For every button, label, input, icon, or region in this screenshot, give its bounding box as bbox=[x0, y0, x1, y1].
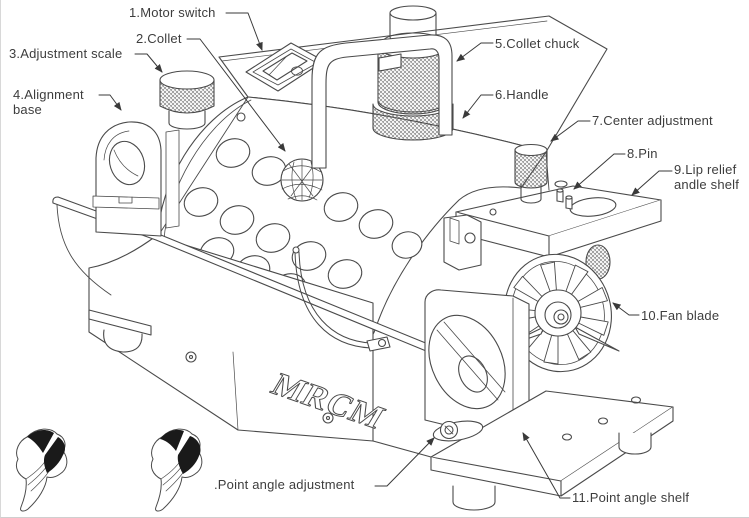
callout-collet: 2.Collet bbox=[136, 31, 182, 46]
callout-point-angle-adjustment: .Point angle adjustment bbox=[214, 477, 355, 492]
adjustment-scale-knob bbox=[159, 70, 215, 130]
base-plate bbox=[372, 390, 674, 511]
leader-point-angle-adjustment bbox=[374, 437, 435, 487]
pin-part bbox=[556, 188, 573, 210]
callout-pin: 8.Pin bbox=[627, 146, 658, 161]
wire-clip bbox=[292, 246, 391, 352]
collet-part bbox=[280, 158, 324, 202]
callout-handle: 6.Handle bbox=[495, 87, 549, 102]
shelf-bracket bbox=[443, 214, 482, 271]
alignment-base-part bbox=[92, 121, 180, 237]
leader-lip-relief-shelf bbox=[631, 170, 673, 196]
callout-adjustment-scale: 3.Adjustment scale bbox=[9, 46, 123, 61]
center-adjustment-knob bbox=[514, 143, 548, 204]
callout-motor-switch: 1.Motor switch bbox=[129, 5, 216, 20]
left-foot bbox=[88, 309, 152, 353]
foot bbox=[452, 485, 496, 511]
drill-bit-sample-1 bbox=[15, 428, 68, 512]
leader-alignment-base bbox=[98, 94, 122, 111]
leader-motor-switch bbox=[225, 12, 263, 51]
handle-part bbox=[311, 34, 453, 169]
vent-holes bbox=[183, 138, 423, 303]
leader-pin bbox=[573, 153, 626, 190]
foot bbox=[618, 432, 652, 455]
drill-bit-sample-2 bbox=[150, 428, 203, 512]
callout-center-adjustment: 7.Center adjustment bbox=[592, 113, 713, 128]
leader-point-angle-shelf bbox=[522, 432, 571, 499]
leader-handle bbox=[462, 94, 494, 119]
leader-collet bbox=[186, 38, 286, 152]
leader-adjustment-scale bbox=[134, 53, 163, 73]
leader-center-adjustment bbox=[550, 120, 591, 142]
collet-chuck-part bbox=[372, 5, 454, 141]
screw-hole bbox=[236, 112, 246, 122]
leader-collet-chuck bbox=[456, 42, 494, 62]
point-angle-adjustment-screw bbox=[432, 420, 484, 442]
callout-point-angle-shelf: 11.Point angle shelf bbox=[572, 490, 690, 505]
callout-collet-chuck: 5.Collet chuck bbox=[495, 36, 580, 51]
leader-lines bbox=[98, 12, 673, 499]
leader-fan-blade bbox=[612, 302, 640, 316]
front-panel: MRCM bbox=[88, 235, 392, 442]
callout-fan-blade: 10.Fan blade bbox=[641, 308, 720, 323]
